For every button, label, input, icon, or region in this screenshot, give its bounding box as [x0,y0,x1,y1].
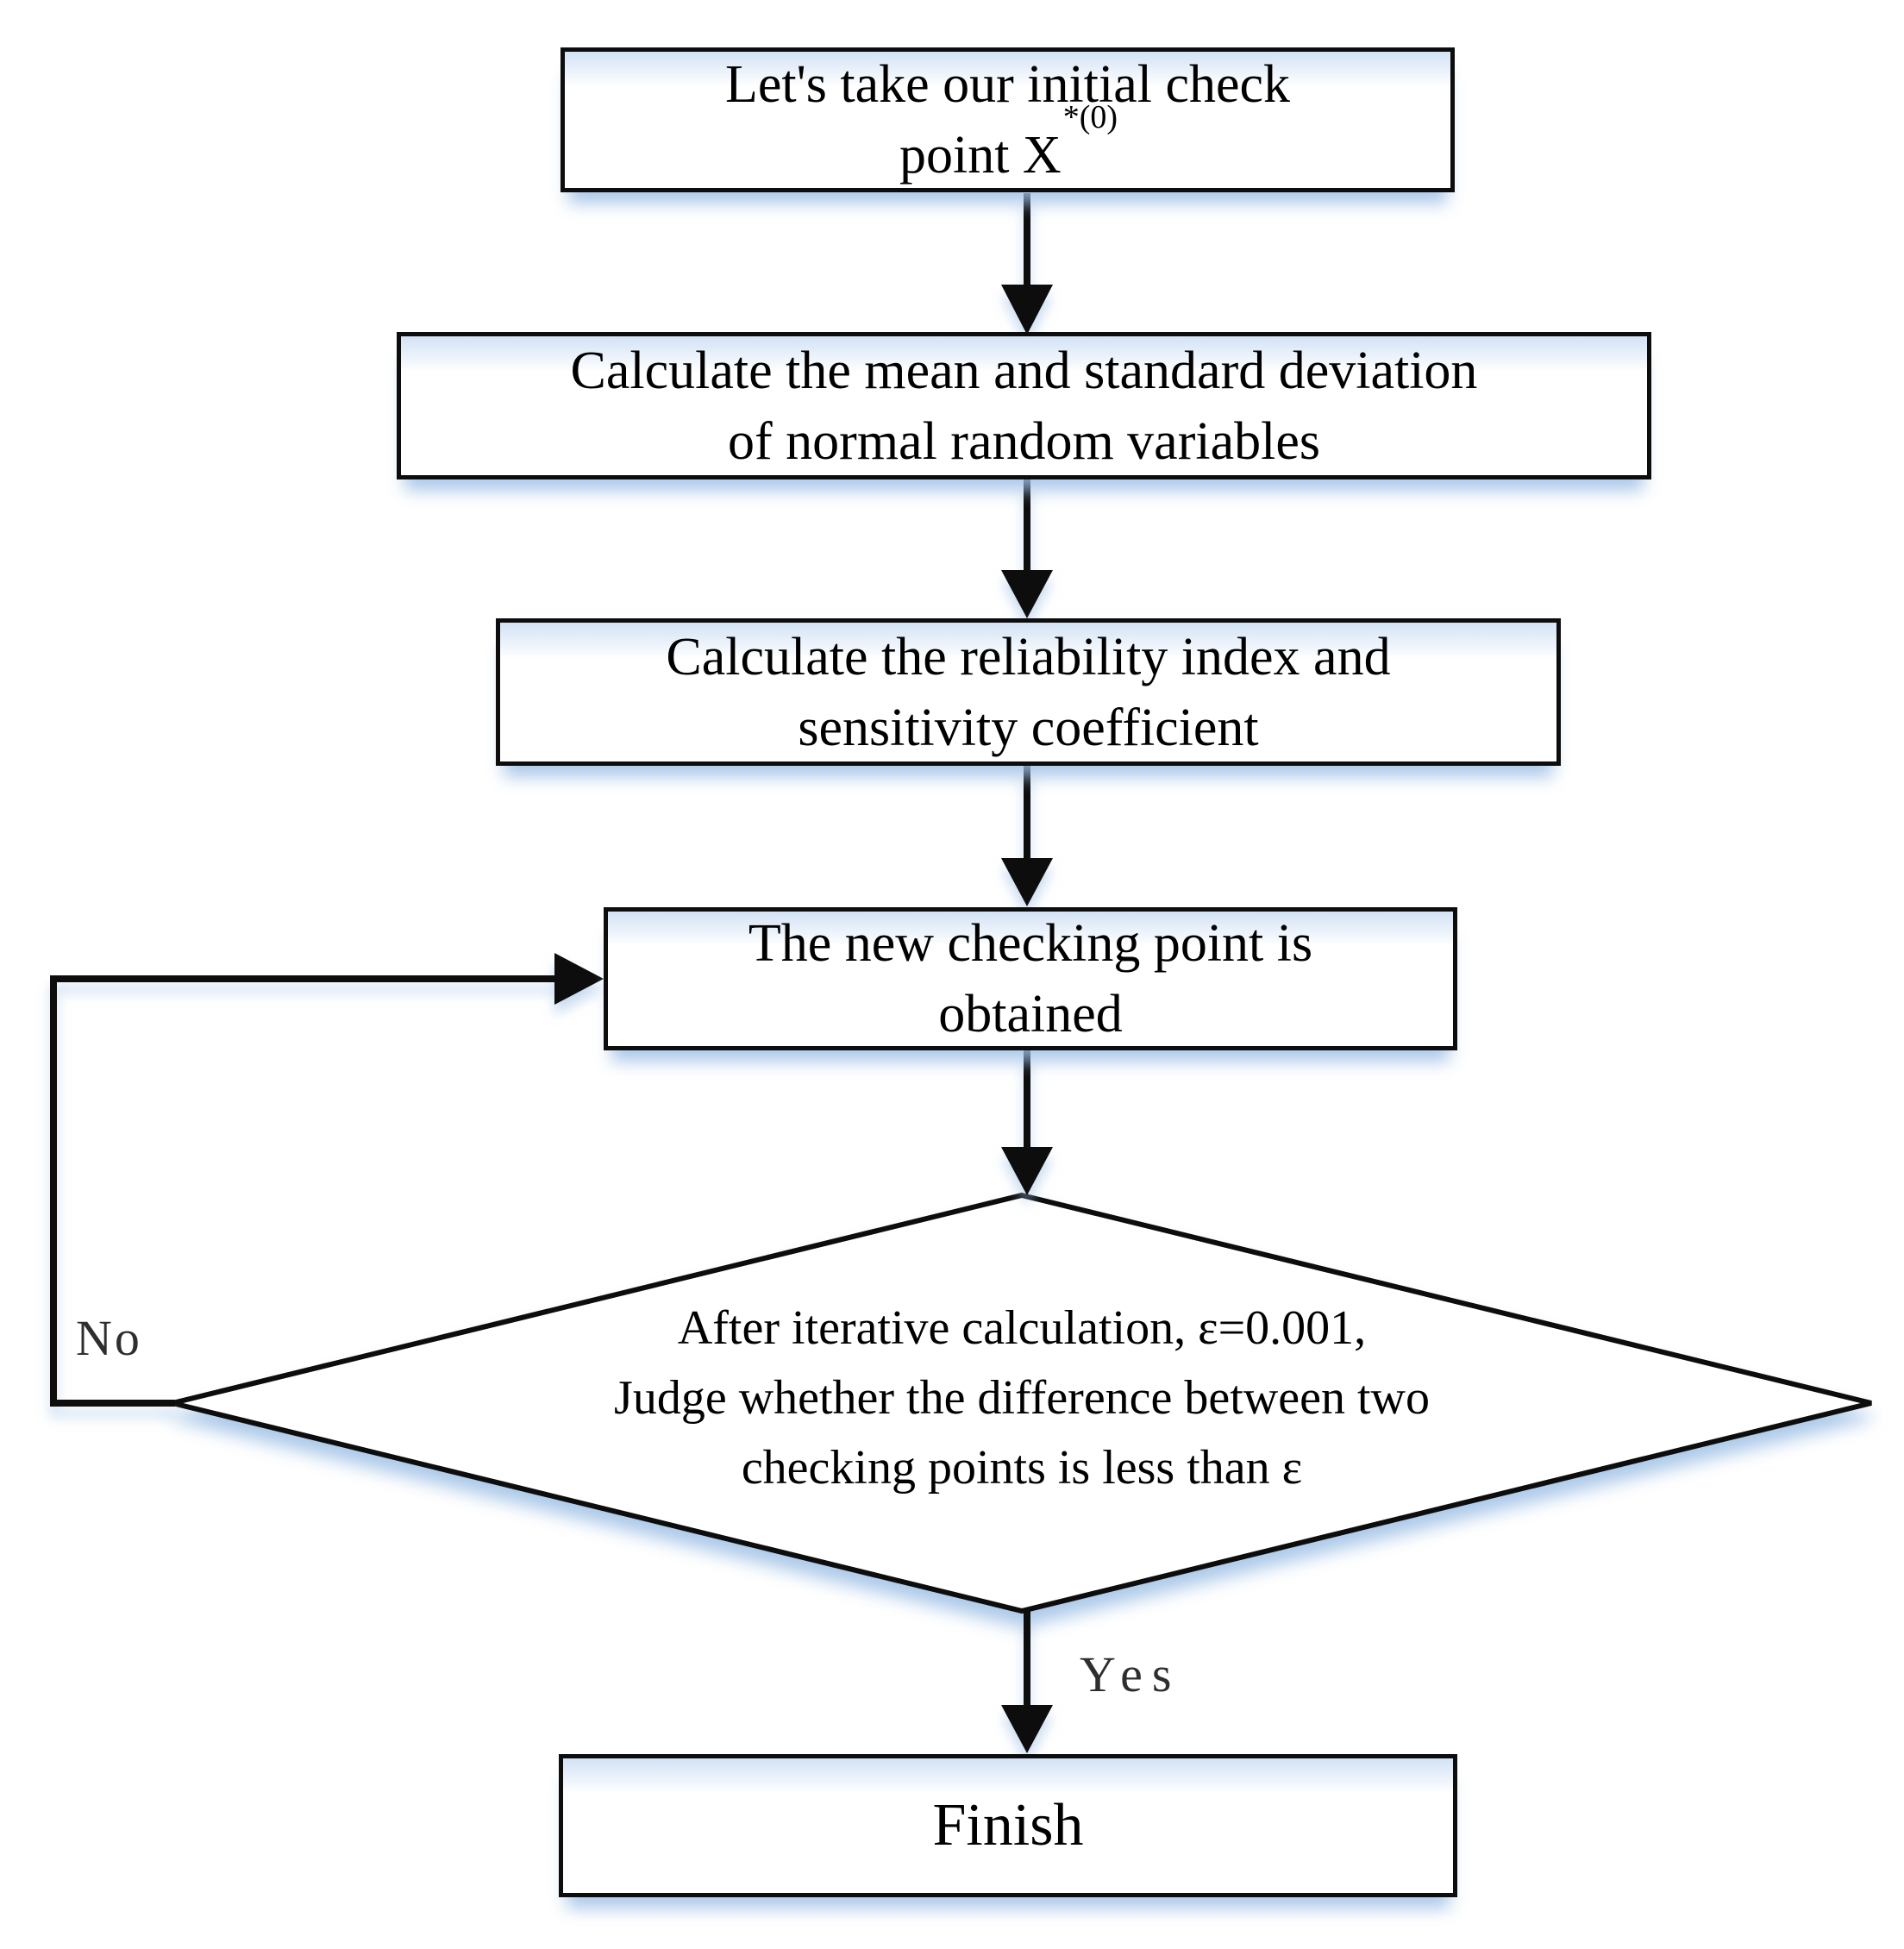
arrowhead-reliability-to-new-point [1001,858,1053,906]
node-text-line: obtained [938,985,1123,1043]
decision-node-text: After iterative calculation, ε=0.001, Ju… [483,1294,1561,1503]
node-text-line: Calculate the mean and standard deviatio… [570,341,1478,400]
node-initial-check-point: Let's take our initial check point X*(0) [561,47,1455,192]
node-text-line: Calculate the reliability index and [666,627,1391,686]
decision-diamond-shape [172,1192,1872,1614]
node-text-line: sensitivity coefficient [798,698,1259,757]
label-yes: Yes [1080,1646,1181,1702]
node-text-line: point X*(0) [899,101,1118,191]
decision-text-line: checking points is less than ε [741,1441,1303,1495]
arrowhead-no-loop-to-new-point [554,953,604,1005]
no-loop-line [50,975,554,1407]
node-text-line: Let's take our initial check [724,55,1291,114]
arrowhead-new-point-to-decision [1001,1147,1053,1195]
arrowhead-calc-mean-to-reliability [1001,570,1053,618]
node-text-line: of normal random variables [728,411,1320,471]
arrowhead-decision-to-finish [1001,1705,1053,1753]
node-calc-reliability-index: Calculate the reliability index and sens… [496,618,1561,766]
node-text-line: Finish [932,1792,1084,1858]
node-finish: Finish [559,1754,1457,1897]
decision-text-line: Judge whether the difference between two [614,1371,1430,1425]
label-no: No [76,1310,142,1366]
node-new-checking-point: The new checking point is obtained [604,907,1457,1050]
node-text-line: point X [899,126,1062,185]
node-calc-mean-std: Calculate the mean and standard deviatio… [397,332,1651,479]
decision-text-line: After iterative calculation, ε=0.001, [677,1301,1367,1355]
superscript: *(0) [1062,99,1118,136]
node-text-line: The new checking point is [748,914,1313,973]
arrowhead-start-to-calc-mean [1001,285,1053,335]
